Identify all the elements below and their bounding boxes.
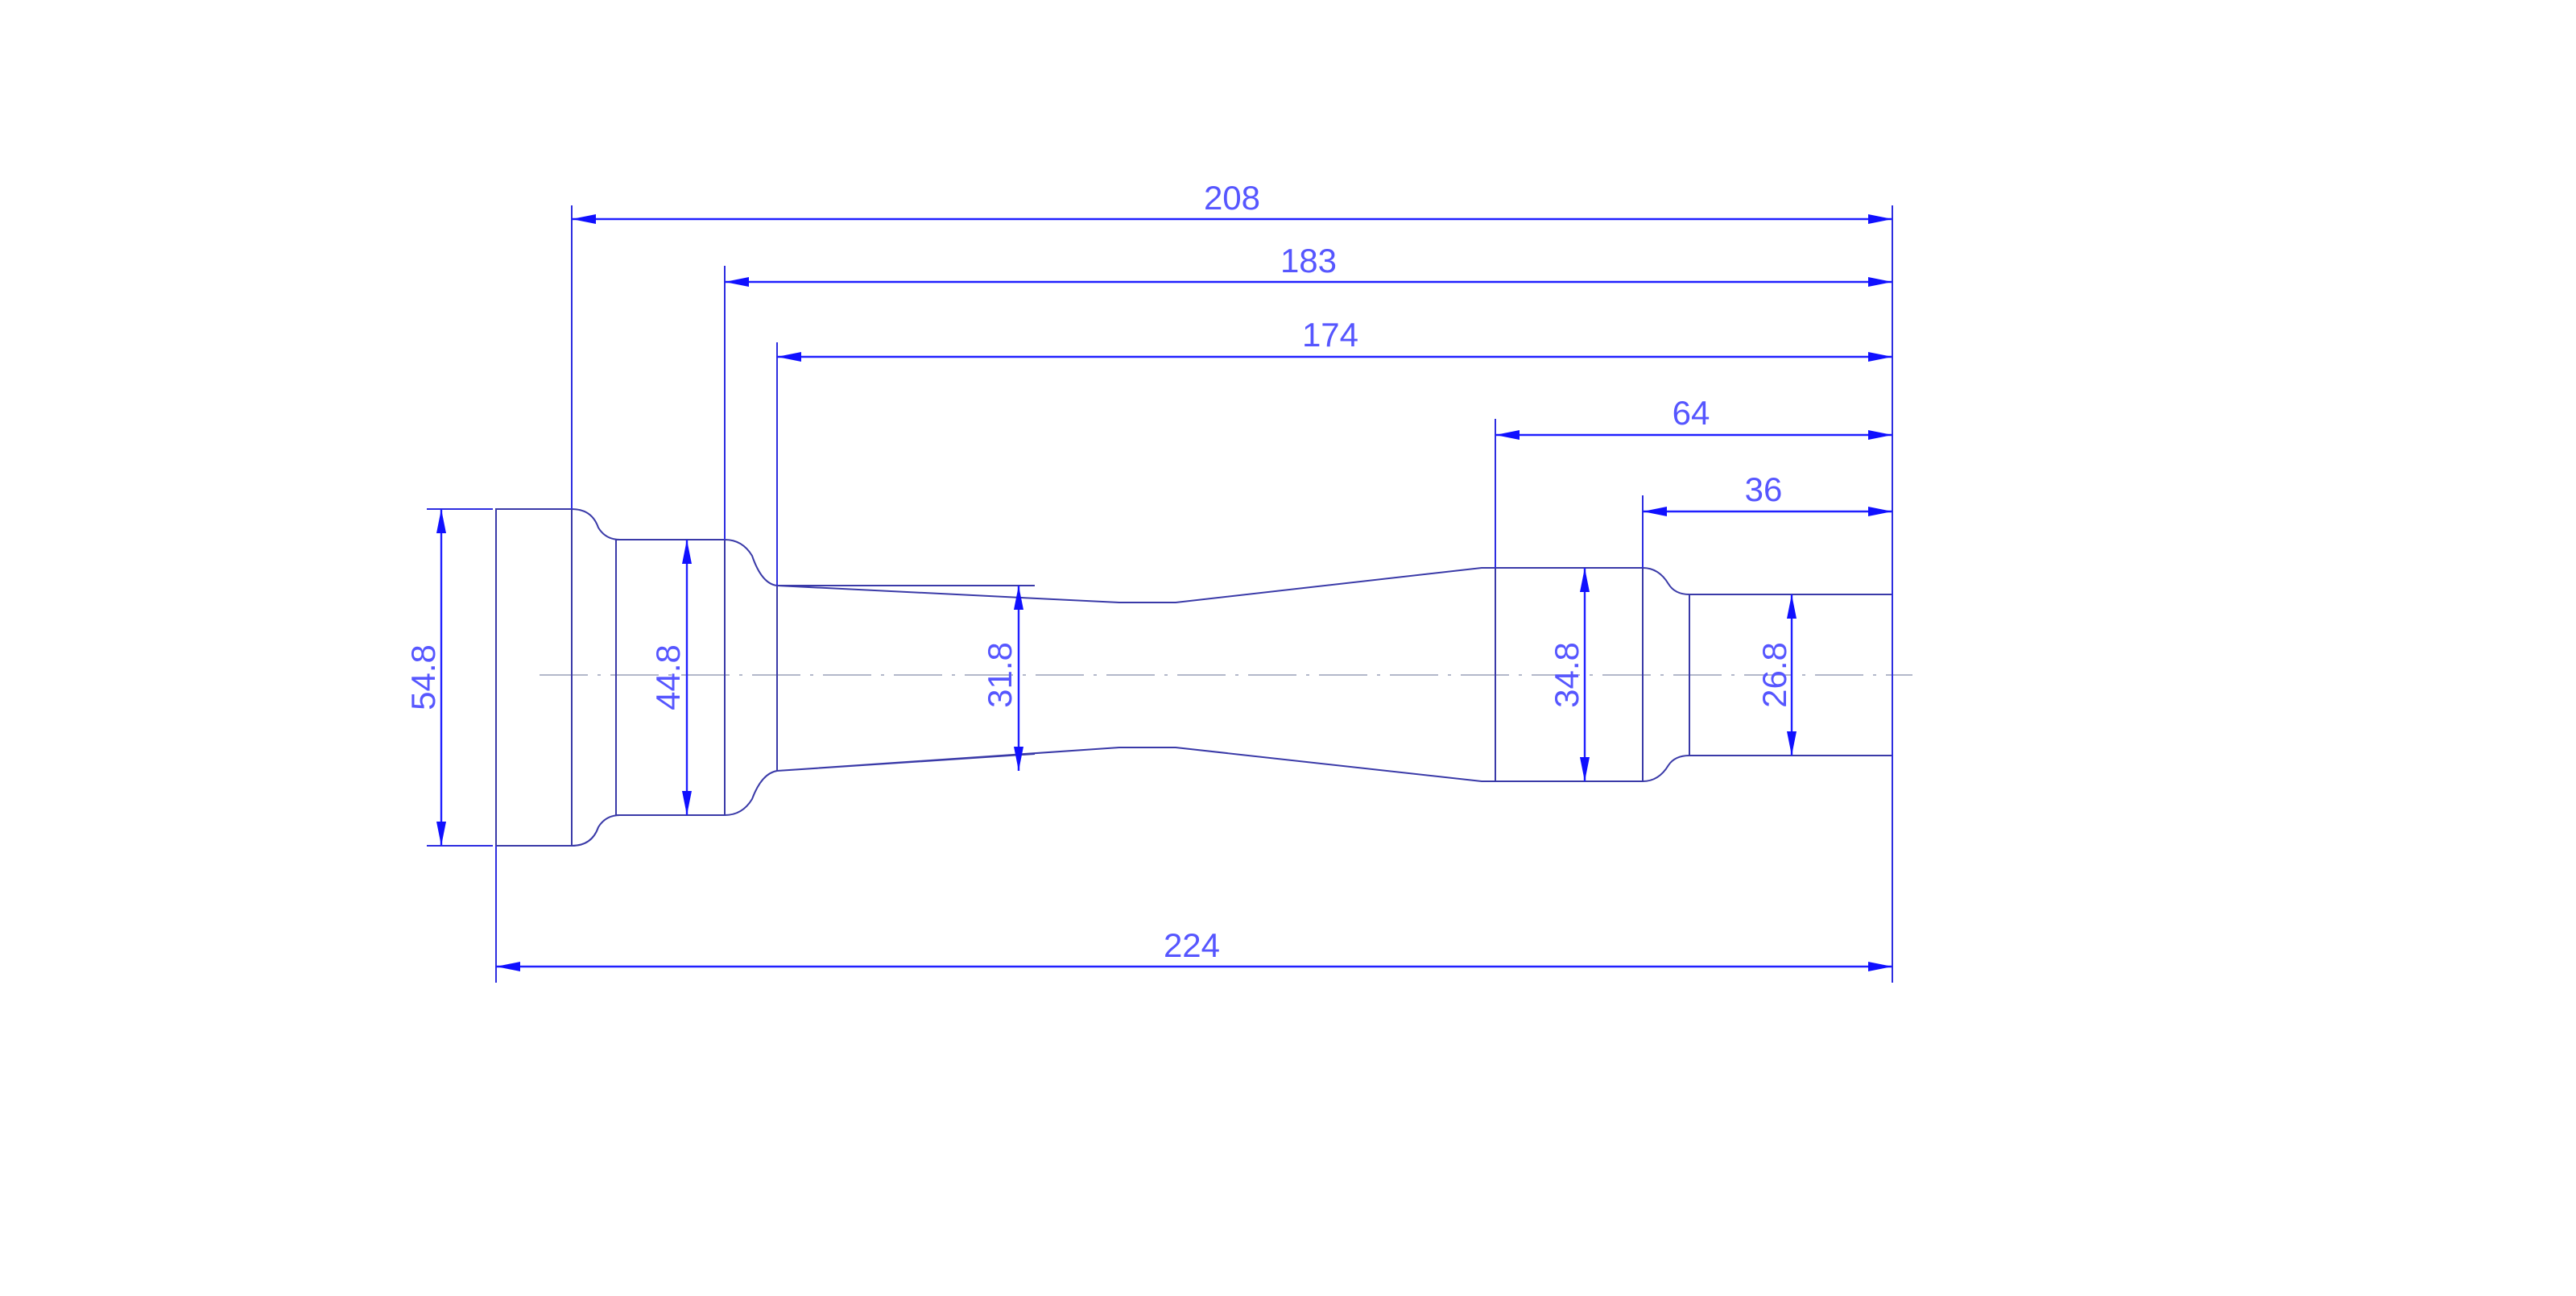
dim-183-label: 183 [1280, 242, 1337, 279]
dim-36-label: 36 [1745, 470, 1783, 508]
collar-fillet-bottom [724, 770, 778, 816]
flange-body [495, 508, 573, 847]
collar-fillet-top [724, 539, 778, 586]
seat-body [1495, 567, 1643, 782]
dim-34-8: 34.8 [1548, 568, 1590, 781]
dim-34-8-label: 34.8 [1548, 642, 1586, 708]
dim-64-label: 64 [1673, 394, 1710, 432]
dim-224: 224 [496, 926, 1892, 971]
neck-lower-edge [776, 747, 1495, 782]
dim-36: 36 [1643, 470, 1892, 516]
dim-44-8: 44.8 [649, 540, 692, 815]
dim-208: 208 [572, 179, 1892, 224]
dim-54-8-label: 54.8 [404, 644, 442, 710]
dim-26-8: 26.8 [1755, 594, 1797, 756]
dim-31-8: 31.8 [981, 586, 1023, 771]
flange-transition-bottom [571, 814, 621, 847]
dim-26-8-label: 26.8 [1755, 642, 1793, 708]
shaft-outline [495, 508, 1893, 847]
flange-transition-top [571, 508, 621, 540]
dim-44-8-label: 44.8 [649, 644, 687, 710]
dim-183: 183 [725, 242, 1892, 287]
dim-64: 64 [1495, 394, 1892, 440]
dim-224-label: 224 [1164, 926, 1220, 964]
extension-lines [427, 205, 1893, 983]
seat-fillet-top [1642, 567, 1690, 595]
dim-54-8: 54.8 [404, 509, 446, 846]
collar-body [615, 539, 725, 816]
neck-upper-edge [776, 567, 1495, 603]
dim-208-label: 208 [1204, 179, 1260, 217]
dim-174-label: 174 [1302, 316, 1358, 354]
dim-31-8-label: 31.8 [981, 642, 1019, 708]
seat-fillet-bottom [1642, 755, 1690, 782]
dim-174: 174 [777, 316, 1892, 362]
